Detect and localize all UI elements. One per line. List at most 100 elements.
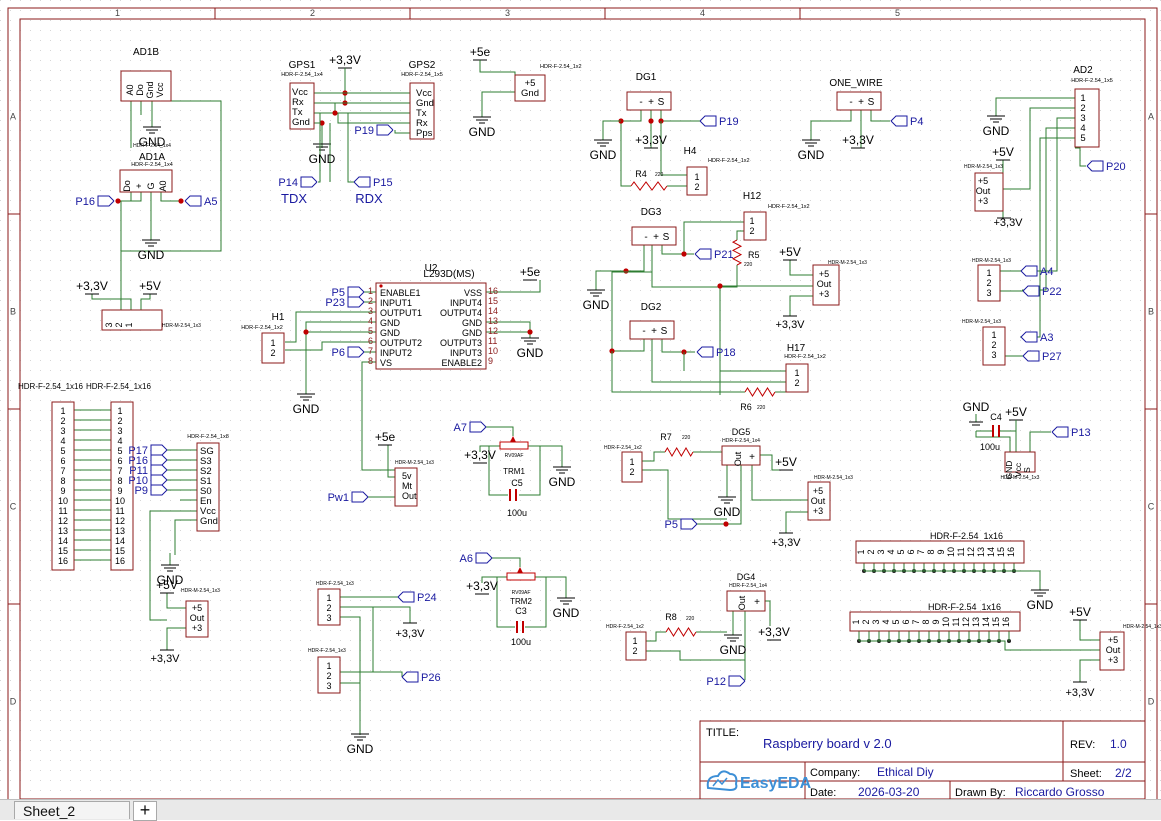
sensor-ad1b[interactable] xyxy=(120,70,172,102)
resistor[interactable] xyxy=(630,181,668,191)
net-flag[interactable] xyxy=(1020,331,1038,343)
net-label[interactable]: A4 xyxy=(1040,266,1053,278)
net-flag[interactable] xyxy=(1022,285,1040,297)
net-label[interactable]: P15 xyxy=(373,177,393,189)
net-flag[interactable] xyxy=(376,124,394,136)
header-bt1[interactable] xyxy=(317,588,341,626)
header-j9[interactable] xyxy=(812,264,840,306)
sensor-body[interactable] xyxy=(836,91,882,111)
net-label[interactable]: P23 xyxy=(325,297,345,309)
sensor-dg4[interactable] xyxy=(726,590,766,612)
trimmer-body[interactable] xyxy=(499,441,529,450)
resistor[interactable] xyxy=(665,627,697,637)
header-h1[interactable] xyxy=(261,332,285,364)
net-label[interactable]: P11 xyxy=(129,465,148,477)
header-j5[interactable] xyxy=(974,172,1004,212)
header-h16[interactable] xyxy=(51,401,75,571)
header-h5[interactable] xyxy=(196,442,220,532)
header-j10[interactable] xyxy=(185,600,209,638)
net-flag[interactable] xyxy=(1086,160,1104,172)
header-j6[interactable] xyxy=(977,264,1001,302)
sensor-body[interactable] xyxy=(631,226,677,246)
net-label[interactable]: P10 xyxy=(128,475,148,487)
net-flag[interactable] xyxy=(300,176,318,188)
header-h17[interactable] xyxy=(785,363,809,393)
net-flag[interactable] xyxy=(351,491,369,503)
sheet-tab[interactable]: Sheet_2 xyxy=(14,801,130,819)
header-j2[interactable] xyxy=(394,467,418,507)
header-j4[interactable] xyxy=(807,481,831,521)
net-label[interactable]: P17 xyxy=(128,445,148,457)
net-flag[interactable] xyxy=(353,176,371,188)
resistor[interactable] xyxy=(731,239,743,266)
net-label[interactable]: P19 xyxy=(354,125,374,137)
header-h24[interactable] xyxy=(849,611,1021,632)
net-label[interactable]: P26 xyxy=(421,672,441,684)
net-flag[interactable] xyxy=(150,444,168,456)
header-h18[interactable] xyxy=(621,451,643,483)
net-flag[interactable] xyxy=(97,195,115,207)
net-label[interactable]: Pw1 xyxy=(328,492,349,504)
net-flag[interactable] xyxy=(694,248,712,260)
net-label[interactable]: A7 xyxy=(454,422,467,434)
net-flag[interactable] xyxy=(1022,350,1040,362)
header-h20[interactable] xyxy=(514,74,546,102)
net-flag[interactable] xyxy=(1020,265,1038,277)
net-flag[interactable] xyxy=(184,195,202,207)
net-label[interactable]: P20 xyxy=(1106,161,1126,173)
net-label[interactable]: P4 xyxy=(910,116,923,128)
net-label[interactable]: A3 xyxy=(1040,332,1053,344)
net-label[interactable]: P5 xyxy=(665,519,678,531)
net-flag[interactable] xyxy=(680,518,698,530)
net-label[interactable]: P16 xyxy=(75,196,95,208)
net-flag[interactable] xyxy=(150,454,168,466)
net-label[interactable]: A6 xyxy=(460,553,473,565)
net-flag[interactable] xyxy=(475,552,493,564)
net-label[interactable]: P6 xyxy=(332,347,345,359)
net-flag[interactable] xyxy=(728,675,746,687)
net-flag[interactable] xyxy=(150,484,168,496)
net-flag[interactable] xyxy=(397,591,415,603)
net-flag[interactable] xyxy=(469,421,487,433)
schematic-sheet[interactable]: 1122334455AABBCCDD AD1BA0DoGndVccGNDAD1A… xyxy=(0,0,1161,800)
trimmer-body[interactable] xyxy=(506,572,536,581)
net-label[interactable]: P12 xyxy=(706,676,726,688)
header-sv1[interactable] xyxy=(1004,451,1036,473)
net-label[interactable]: P18 xyxy=(716,347,736,359)
net-label[interactable]: P9 xyxy=(135,485,148,497)
ic-l293d[interactable] xyxy=(375,282,487,370)
sensor-body[interactable] xyxy=(626,91,672,111)
net-flag[interactable] xyxy=(347,286,365,298)
net-label[interactable]: P21 xyxy=(714,249,734,261)
net-label[interactable]: P19 xyxy=(719,116,739,128)
net-flag[interactable] xyxy=(699,115,717,127)
net-flag[interactable] xyxy=(150,464,168,476)
net-flag[interactable] xyxy=(347,296,365,308)
net-label[interactable]: A5 xyxy=(204,196,217,208)
net-label[interactable]: P16 xyxy=(128,455,148,467)
net-flag[interactable] xyxy=(696,346,714,358)
net-flag[interactable] xyxy=(347,346,365,358)
header-j11[interactable] xyxy=(1099,631,1125,671)
header-j8[interactable] xyxy=(101,309,163,331)
net-flag[interactable] xyxy=(890,115,908,127)
resistor[interactable] xyxy=(664,447,694,457)
header-j7[interactable] xyxy=(982,326,1006,366)
net-label[interactable]: P27 xyxy=(1042,351,1062,363)
net-label[interactable]: P5 xyxy=(332,287,345,299)
net-label[interactable]: P22 xyxy=(1042,286,1062,298)
net-label[interactable]: P13 xyxy=(1071,427,1091,439)
header-h12[interactable] xyxy=(743,211,767,241)
header-h23[interactable] xyxy=(855,540,1025,564)
net-label[interactable]: P14 xyxy=(278,177,298,189)
net-flag[interactable] xyxy=(401,671,419,683)
net-flag[interactable] xyxy=(1051,426,1069,438)
sensor-ad1a[interactable] xyxy=(119,169,173,193)
net-label[interactable]: P24 xyxy=(417,592,437,604)
header-bt2[interactable] xyxy=(317,656,341,694)
sensor-body[interactable] xyxy=(629,320,675,340)
net-flag[interactable] xyxy=(150,474,168,486)
header-h19[interactable] xyxy=(625,631,647,661)
